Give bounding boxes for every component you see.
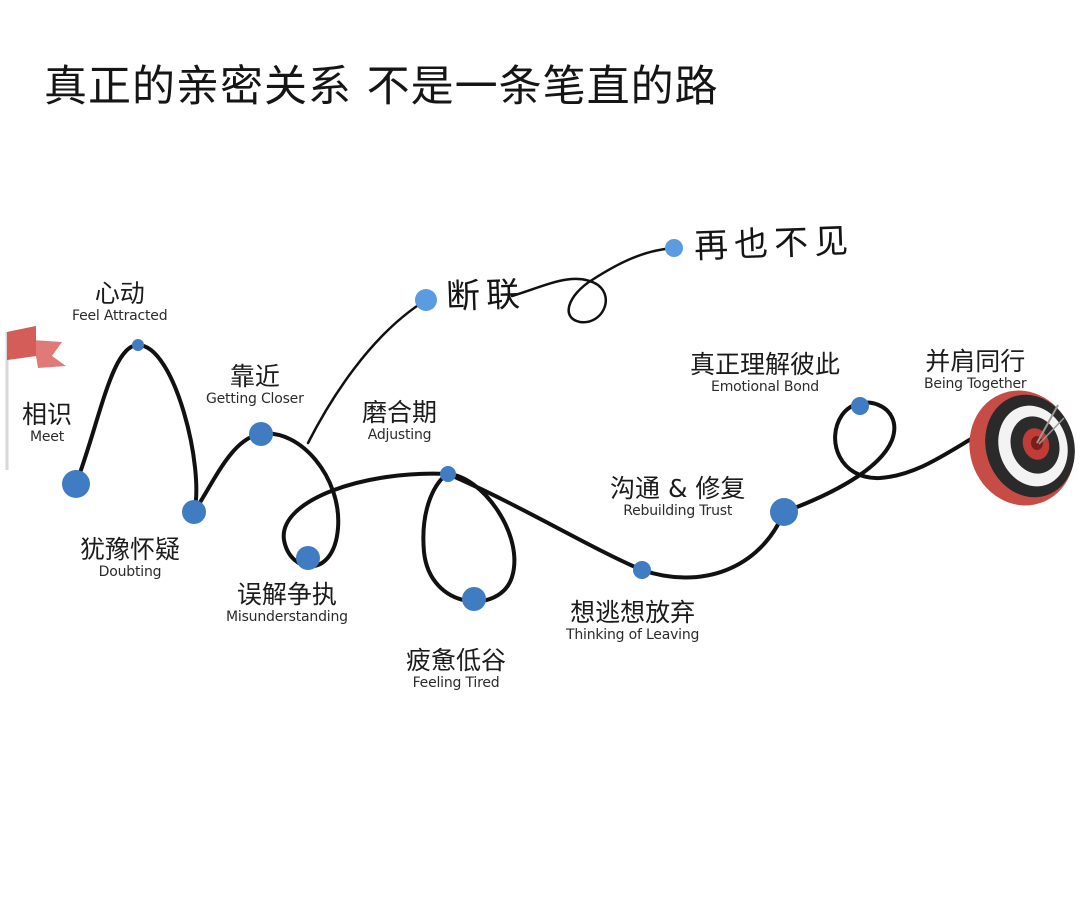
- label-doubting: 犹豫怀疑 Doubting: [80, 537, 180, 579]
- node-adjusting: [440, 466, 456, 482]
- label-misunderstanding: 误解争执 Misunderstanding: [226, 582, 348, 624]
- path-nodes: [62, 239, 869, 611]
- label-en: Misunderstanding: [226, 609, 348, 625]
- label-meet: 相识 Meet: [22, 402, 72, 444]
- label-en: Emotional Bond: [711, 379, 819, 395]
- label-en: Feeling Tired: [412, 675, 500, 691]
- label-cn: 沟通 & 修复: [610, 474, 746, 503]
- node-misunderstanding: [296, 546, 320, 570]
- label-cn: 想逃想放弃: [570, 598, 696, 627]
- node-bond: [851, 397, 869, 415]
- label-leaving: 想逃想放弃 Thinking of Leaving: [566, 600, 699, 642]
- branch-squiggle: [510, 246, 676, 324]
- label-cn: 真正理解彼此: [690, 350, 841, 379]
- node-leaving: [633, 561, 651, 579]
- node-attracted: [132, 339, 144, 351]
- node-rebuilding: [770, 498, 798, 526]
- label-en: Meet: [30, 429, 64, 445]
- label-cn: 犹豫怀疑: [80, 535, 181, 564]
- node-tired: [462, 587, 486, 611]
- label-adjusting: 磨合期 Adjusting: [362, 400, 437, 442]
- label-en: Getting Closer: [206, 391, 304, 407]
- label-cn: 靠近: [229, 362, 280, 391]
- label-en: Thinking of Leaving: [566, 627, 700, 643]
- label-en: Adjusting: [367, 427, 432, 443]
- label-goodbye: 再也不见: [693, 221, 855, 267]
- target-icon: [969, 390, 1075, 506]
- branch-path: [306, 298, 428, 445]
- node-goodbye: [665, 239, 683, 257]
- node-meet: [62, 470, 90, 498]
- label-cn: 并肩同行: [925, 347, 1026, 376]
- label-cn: 相识: [22, 400, 73, 429]
- node-doubting: [182, 500, 206, 524]
- label-en: Doubting: [98, 564, 162, 580]
- label-en: Feel Attracted: [72, 308, 168, 324]
- label-bond: 真正理解彼此 Emotional Bond: [690, 352, 840, 394]
- label-attracted: 心动 Feel Attracted: [72, 279, 168, 324]
- label-cn: 心动: [94, 279, 145, 308]
- label-en: Being Together: [924, 376, 1027, 392]
- label-en: Rebuilding Trust: [623, 503, 733, 519]
- label-rebuilding: 沟通 & 修复 Rebuilding Trust: [610, 476, 745, 518]
- label-disconnect: 断联: [445, 274, 527, 318]
- flag-icon: [5, 326, 66, 470]
- page-title: 真正的亲密关系 不是一条笔直的路: [44, 62, 719, 112]
- label-cn: 误解争执: [236, 580, 337, 609]
- label-cn: 疲惫低谷: [406, 646, 507, 675]
- main-path: [74, 343, 992, 604]
- node-disconnect: [415, 289, 437, 311]
- label-tired: 疲惫低谷 Feeling Tired: [406, 648, 506, 690]
- node-closer: [249, 422, 273, 446]
- label-closer: 靠近 Getting Closer: [206, 364, 304, 406]
- label-together: 并肩同行 Being Together: [924, 349, 1027, 391]
- label-cn: 磨合期: [362, 398, 438, 427]
